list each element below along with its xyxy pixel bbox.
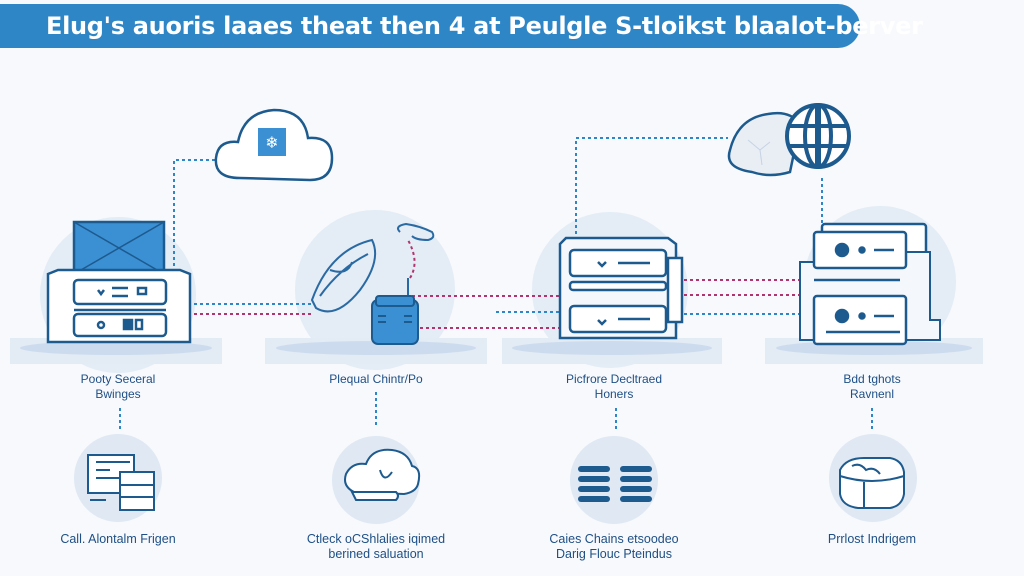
globe-icon[interactable] bbox=[727, 103, 851, 177]
feature-label-line2: Darig Flouc Pteindus bbox=[555, 547, 673, 561]
database-stack-icon[interactable] bbox=[578, 466, 652, 502]
node-label-router: Plequal Chintr/Po bbox=[286, 372, 466, 387]
feature-label-line1: Caies Chains etsoodeo bbox=[549, 532, 679, 546]
cloud-sync-icon[interactable] bbox=[344, 448, 421, 501]
node-label-line2: Ravnenl bbox=[849, 387, 895, 401]
shadow-server-2 bbox=[512, 341, 712, 355]
node-label-line2: Honers bbox=[594, 387, 634, 401]
shadow-router bbox=[276, 341, 476, 355]
server-with-monitor-icon[interactable] bbox=[46, 220, 192, 344]
node-label-line1: Pooty Seceral bbox=[80, 372, 156, 386]
document-table-icon[interactable] bbox=[87, 454, 155, 511]
link-server2-globe bbox=[575, 137, 728, 240]
feature-label-4: Prrlost Indrigem bbox=[782, 532, 962, 547]
node-label-line1: Bdd tghots bbox=[843, 372, 901, 386]
node-label-line2: Bwinges bbox=[95, 387, 141, 401]
svg-text:❄: ❄ bbox=[265, 133, 278, 152]
node-label-server-3: Bdd tghots Ravnenl bbox=[782, 372, 962, 402]
stacked-server-icon[interactable] bbox=[799, 222, 941, 346]
cloud-icon[interactable]: ❄ bbox=[214, 108, 334, 182]
feature-label-1: Call. Alontalm Frigen bbox=[28, 532, 208, 547]
node-label-server-1: Pooty Seceral Bwinges bbox=[28, 372, 208, 402]
storage-box-icon[interactable] bbox=[839, 457, 905, 509]
title-banner: Elug's auoris laaes theat then 4 at Peul… bbox=[0, 4, 923, 48]
link-server1-cloud bbox=[173, 159, 228, 290]
node-label-line1: Picfrore Decltraed bbox=[565, 372, 663, 386]
feature-label-line1: Ctleck oCShlalies iqimed bbox=[306, 532, 446, 546]
shadow-server-1 bbox=[20, 341, 212, 355]
node-label-server-2: Picfrore Decltraed Honers bbox=[524, 372, 704, 402]
feature-label-3: Caies Chains etsoodeo Darig Flouc Pteind… bbox=[524, 532, 704, 562]
rack-server-icon[interactable] bbox=[558, 236, 684, 340]
feature-label-line1: Prrlost Indrigem bbox=[827, 532, 917, 546]
network-router-icon[interactable] bbox=[310, 222, 435, 345]
node-label-line1: Plequal Chintr/Po bbox=[329, 372, 423, 386]
link-router-antenna bbox=[407, 239, 416, 279]
connections bbox=[119, 137, 873, 432]
feature-label-2: Ctleck oCShlalies iqimed berined saluati… bbox=[286, 532, 466, 562]
feature-label-line1: Call. Alontalm Frigen bbox=[60, 532, 176, 546]
page-title: Elug's auoris laaes theat then 4 at Peul… bbox=[46, 12, 923, 40]
feature-label-line2: berined saluation bbox=[328, 547, 424, 561]
